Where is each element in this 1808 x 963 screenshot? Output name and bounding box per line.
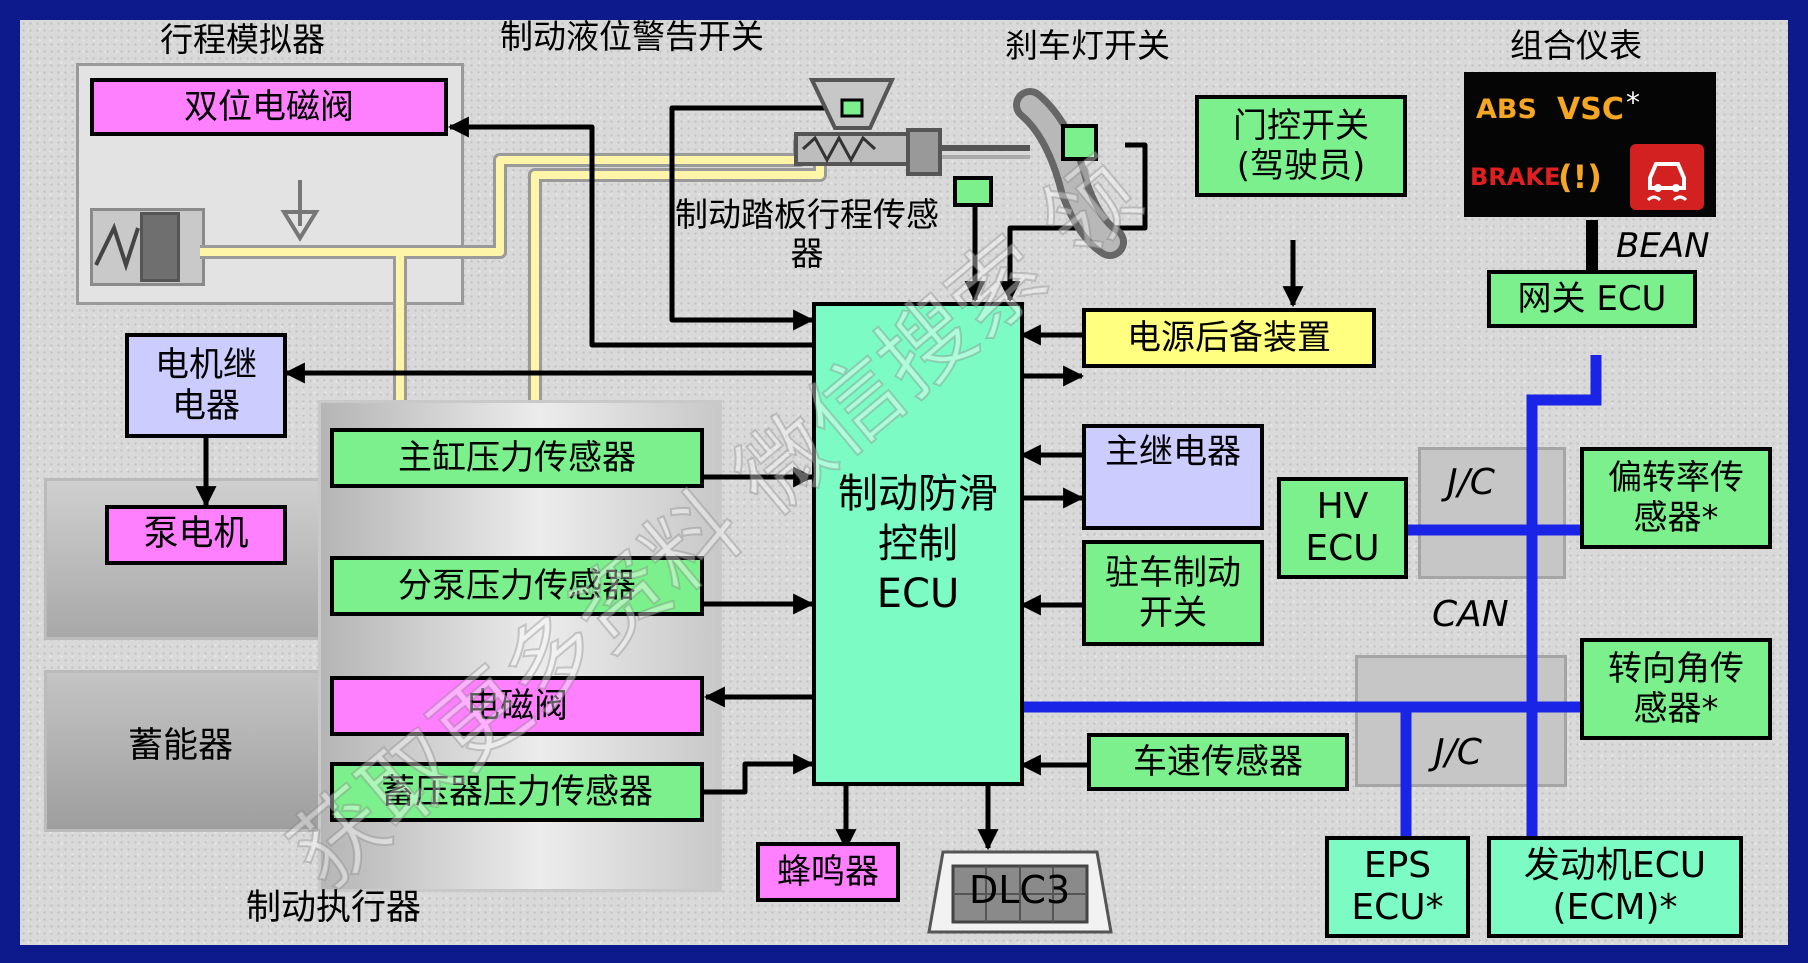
can-label: CAN	[1432, 594, 1509, 635]
accumulator: 蓄能器	[128, 726, 234, 766]
dual-position-solenoid-valve: 双位电磁阀	[90, 78, 448, 136]
accumulator-pressure-sensor: 蓄压器压力传感器	[330, 762, 704, 822]
buzzer: 蜂鸣器	[756, 842, 900, 902]
combination-meter-display: ABS VSC * BRAKE (!)	[1464, 72, 1716, 217]
brake-circle-icon: (!)	[1558, 158, 1602, 196]
bean-label: BEAN	[1616, 226, 1710, 266]
abs-warning-icon: ABS	[1476, 94, 1537, 125]
wheel-cylinder-pressure-sensor: 分泵压力传感器	[330, 556, 704, 616]
vsc-warning-icon: VSC	[1557, 92, 1624, 127]
eps-ecu: EPS ECU*	[1325, 836, 1470, 938]
hv-ecu: HV ECU	[1277, 477, 1408, 579]
fluid-warning-switch-label: 制动液位警告开关	[500, 17, 764, 56]
pedal-stroke-sensor-label: 制动踏板行程传感 器	[675, 195, 939, 273]
jc-bottom-label: J/C	[1434, 732, 1482, 773]
vsc-asterisk: *	[1626, 86, 1640, 119]
skid-warning-icon	[1630, 144, 1704, 210]
accumulator-housing	[44, 670, 322, 832]
yaw-rate-sensor: 偏转率传 感器*	[1580, 447, 1772, 549]
stop-lamp-switch-label: 刹车灯开关	[1005, 26, 1170, 65]
master-cylinder-pressure-sensor: 主缸压力传感器	[330, 428, 704, 488]
jc-top-label: J/C	[1447, 462, 1495, 503]
solenoid-valve: 电磁阀	[330, 676, 704, 736]
main-relay: 主继电器	[1082, 424, 1264, 530]
stroke-simulator-label: 行程模拟器	[160, 20, 325, 59]
brake-warning-icon: BRAKE	[1470, 163, 1561, 191]
motor-relay: 电机继 电器	[125, 333, 287, 438]
brake-skid-control-ecu: 制动防滑 控制 ECU	[812, 302, 1024, 786]
steering-angle-sensor: 转向角传 感器*	[1580, 638, 1772, 740]
combination-meter-label: 组合仪表	[1510, 26, 1642, 65]
parking-brake-switch: 驻车制动 开关	[1082, 540, 1264, 646]
pump-motor: 泵电机	[105, 505, 287, 565]
simulator-piston	[140, 212, 180, 282]
backup-power-supply: 电源后备装置	[1082, 308, 1376, 368]
engine-ecu-ecm: 发动机ECU (ECM)*	[1487, 836, 1743, 938]
dlc3-connector: DLC3	[925, 848, 1115, 936]
door-switch-driver: 门控开关 (驾驶员)	[1195, 95, 1407, 197]
brake-actuator-label: 制动执行器	[246, 888, 422, 928]
vehicle-speed-sensor: 车速传感器	[1087, 733, 1349, 791]
junction-connector-top	[1418, 447, 1566, 579]
dlc3-label: DLC3	[969, 868, 1071, 912]
gateway-ecu: 网关 ECU	[1487, 270, 1697, 328]
